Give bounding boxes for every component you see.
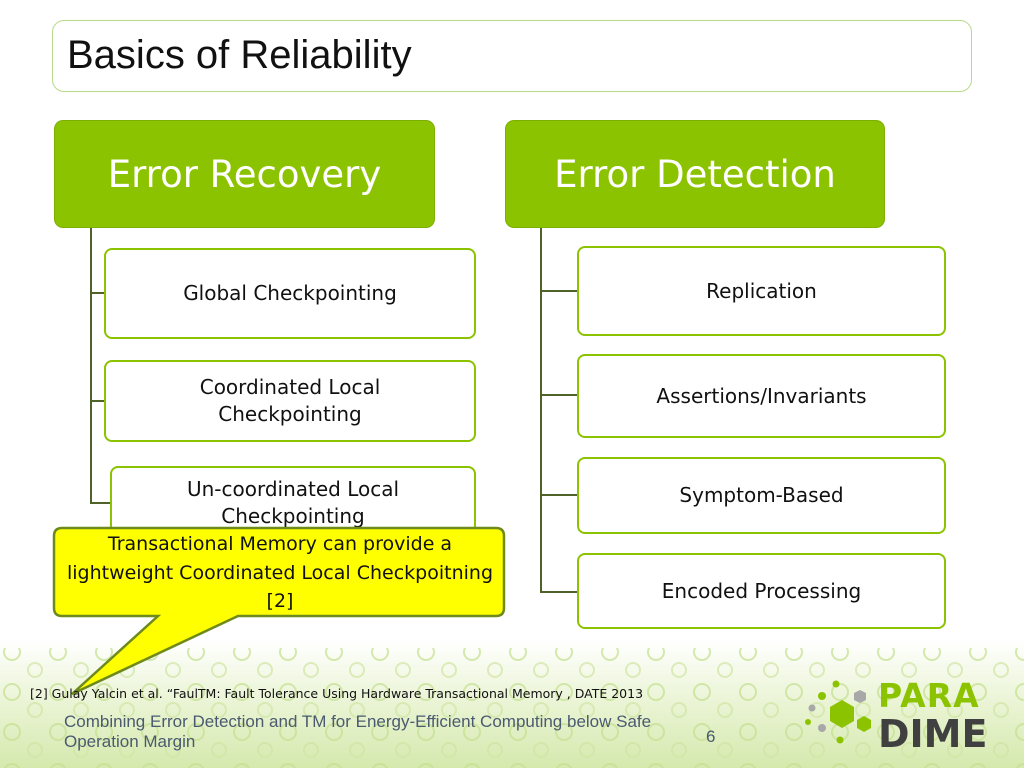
left-branch-1: [90, 292, 106, 294]
error-recovery-header: Error Recovery: [55, 121, 434, 227]
left-branch-3: [90, 502, 110, 504]
logo-text-dime: DIME: [878, 712, 988, 756]
left-branch-2: [90, 400, 106, 402]
paradime-logo-icon: [805, 680, 871, 744]
title-box: Basics of Reliability: [52, 20, 972, 92]
right-branch-4: [540, 591, 578, 593]
encoded-processing-box: Encoded Processing: [577, 553, 946, 629]
symptom-based-box: Symptom-Based: [577, 457, 946, 534]
left-tree-trunk: [90, 228, 92, 503]
callout-text: Transactional Memory can provide a light…: [66, 533, 494, 613]
global-checkpointing-box: Global Checkpointing: [104, 248, 476, 339]
reference-footnote: [2] Gulay Yalcin et al. “FaulTM: Fault T…: [30, 686, 644, 701]
replication-box: Replication: [577, 246, 946, 336]
page-number: 6: [706, 727, 716, 746]
right-branch-3: [540, 494, 578, 496]
right-branch-1: [540, 290, 578, 292]
logo-text-para: PARA: [878, 676, 980, 715]
footer-title: Combining Error Detection and TM for Ene…: [64, 712, 652, 752]
assertions-invariants-box: Assertions/Invariants: [577, 354, 946, 438]
coordinated-local-checkpointing-box: Coordinated Local Checkpointing: [104, 360, 476, 442]
right-branch-2: [540, 394, 578, 396]
right-tree-trunk: [540, 228, 542, 592]
slide-title: Basics of Reliability: [67, 33, 412, 77]
error-detection-header: Error Detection: [506, 121, 884, 227]
